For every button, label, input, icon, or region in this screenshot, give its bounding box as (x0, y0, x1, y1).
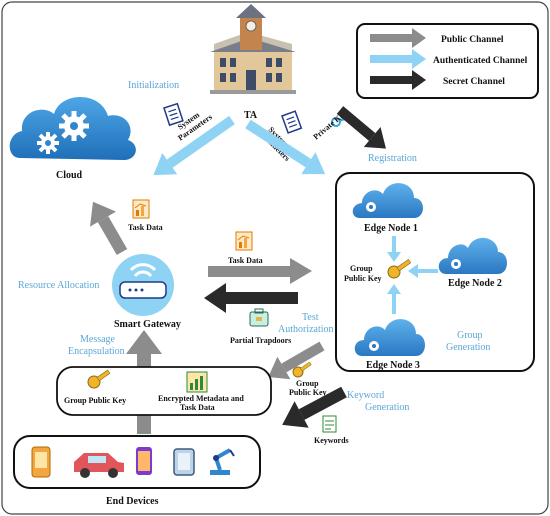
phase-keyword-generation-line1: Keyword (347, 390, 384, 401)
group-public-key-mid-line2: Public Key (289, 388, 327, 397)
settings-document-icon (281, 110, 303, 134)
arrow-edge3-to-key (387, 284, 401, 314)
robot-arm-icon (210, 448, 235, 475)
phone-wallet-icon (31, 446, 51, 478)
arrow-gateway-to-cloud (90, 201, 128, 255)
legend-authenticated-arrow (370, 49, 426, 69)
arrow-ta-to-cloud (153, 115, 235, 176)
document-icon (322, 415, 337, 433)
settings-document-icon (163, 102, 184, 127)
gear-icon (37, 132, 59, 154)
router-icon (112, 254, 174, 316)
encrypted-metadata-line1: Encrypted Metadata and (158, 394, 244, 403)
task-data-middle-label: Task Data (228, 256, 263, 265)
encrypted-metadata-line2: Task Data (180, 403, 215, 412)
key-icon (387, 259, 412, 279)
arrow-edge2-to-key (408, 264, 438, 278)
arrow-edge-to-encrypted (268, 341, 325, 380)
edge-group-box (335, 172, 535, 372)
car-icon (74, 453, 124, 478)
arrow-edge-to-gateway (204, 283, 298, 313)
end-devices-label: End Devices (106, 496, 159, 507)
ta-label: TA (244, 110, 258, 121)
edge-node-2-cloud-icon (438, 237, 507, 274)
group-public-key-edge-line2: Public Key (344, 274, 382, 283)
cloud-label: Cloud (56, 170, 83, 181)
briefcase-icon (249, 308, 269, 327)
smart-gateway-label: Smart Gateway (114, 319, 181, 330)
arrow-edge1-to-key (387, 236, 401, 262)
gear-icon (59, 111, 89, 141)
chart-document-icon (235, 231, 253, 251)
edge-node-2-label: Edge Node 2 (448, 278, 502, 289)
arrow-edge-to-devices (282, 386, 347, 428)
chart-document-icon (132, 199, 150, 219)
legend-public-arrow (370, 28, 426, 48)
phase-message-encapsulation-line2: Encapsulation (68, 346, 125, 357)
phase-group-generation-line2: Generation (446, 342, 490, 353)
group-public-key-mid-line1: Group (296, 379, 319, 388)
phase-resource-allocation: Resource Allocation (18, 280, 99, 291)
phase-test-authorization-line2: Authorization (278, 324, 334, 335)
partial-trapdoors-label: Partial Trapdoors (230, 336, 291, 345)
arrow-gateway-to-edge (208, 258, 312, 284)
phase-test-authorization-line1: Test (302, 312, 319, 323)
edge-node-3-cloud-icon (354, 319, 425, 356)
task-data-upper-label: Task Data (128, 223, 163, 232)
arrow-ta-to-registration (336, 106, 386, 149)
tablet-icon (173, 448, 195, 476)
edge-node-1-label: Edge Node 1 (364, 223, 418, 234)
edge-node-1-cloud-icon (352, 183, 423, 218)
edge-node-3-label: Edge Node 3 (366, 360, 420, 371)
legend: Public Channel Authenticated Channel Sec… (356, 23, 539, 99)
smartphone-icon (136, 447, 152, 475)
keywords-label: Keywords (314, 436, 349, 445)
ta-building-icon (210, 4, 296, 94)
legend-public-label: Public Channel (441, 35, 504, 45)
cloud-icon (9, 97, 136, 160)
arrow-ta-to-edge (245, 119, 326, 175)
key-icon (87, 369, 111, 389)
phase-initialization: Initialization (128, 80, 179, 91)
encrypted-box (56, 366, 272, 416)
legend-secret-label: Secret Channel (443, 77, 505, 87)
phase-keyword-generation-line2: Generation (365, 402, 409, 413)
legend-authenticated-label: Authenticated Channel (433, 56, 528, 66)
legend-secret-arrow (370, 70, 426, 90)
key-icon (292, 361, 312, 378)
phase-message-encapsulation-line1: Message (80, 334, 116, 345)
phase-group-generation-line1: Group (457, 330, 483, 341)
chart-document-icon (186, 371, 208, 393)
group-public-key-edge-line1: Group (350, 264, 373, 273)
phase-registration: Registration (368, 153, 417, 164)
group-public-key-box-label: Group Public Key (64, 396, 126, 405)
